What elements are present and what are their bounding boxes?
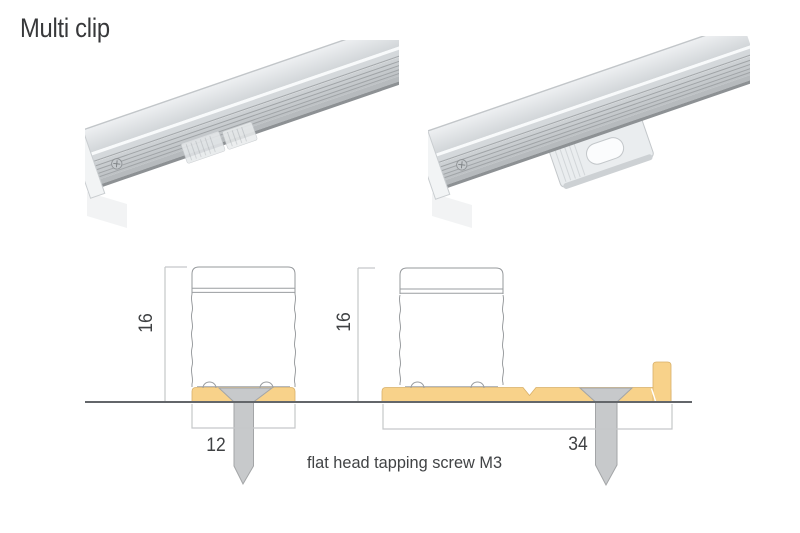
screw-note: flat head tapping screw M3: [307, 453, 503, 472]
face-screw: [456, 159, 468, 171]
ridged-face: [428, 54, 750, 185]
end-cap: [428, 127, 451, 200]
dim-height-right: [357, 267, 375, 401]
dim-width-right: [382, 404, 673, 430]
dim-label-height-right: 16: [334, 312, 355, 332]
multi-clip-flange: [548, 115, 654, 189]
render-profile-clip-extended: [428, 36, 750, 228]
diffuser-band: [85, 40, 399, 157]
reflection: [432, 193, 472, 228]
ridged-face: [85, 53, 399, 184]
diffuser-band: [428, 36, 750, 158]
multi-clip-ribbed: [181, 121, 258, 164]
flange-hole: [586, 137, 625, 165]
profile-outline-right: [398, 267, 505, 389]
page-title: Multi clip: [20, 13, 110, 43]
dim-height-left: [164, 266, 187, 401]
face-screw: [111, 158, 123, 170]
dim-label-height-left: 16: [136, 313, 157, 333]
screw-left: [217, 387, 274, 486]
dim-width-left: [191, 404, 296, 429]
dim-label-width-left: 12: [206, 435, 226, 456]
render-profile-clip-flush: [85, 40, 399, 228]
clip-end-tab: [652, 361, 672, 403]
screw-right: [578, 387, 634, 487]
end-cap: [85, 126, 106, 199]
reflection: [87, 192, 127, 228]
profile-outline-left: [190, 266, 297, 389]
dim-label-width-right: 34: [568, 434, 588, 455]
